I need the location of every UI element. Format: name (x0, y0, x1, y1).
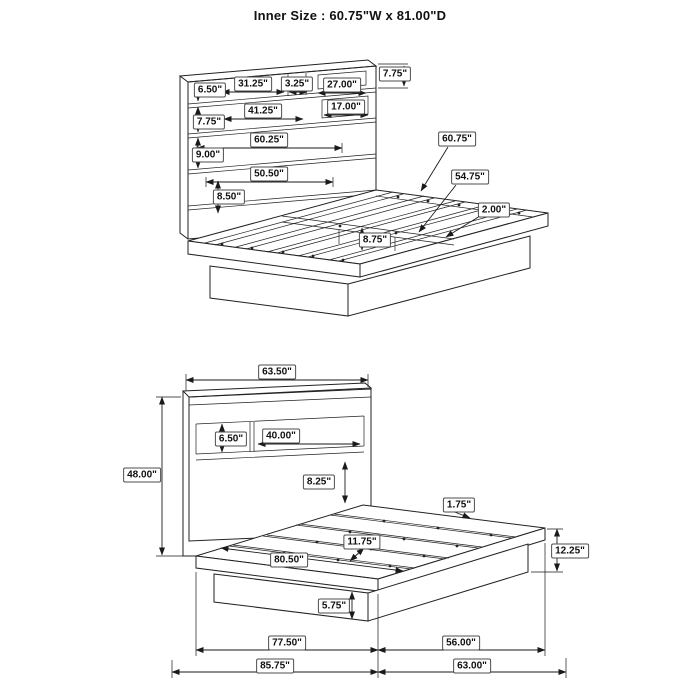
dim-sv-platform-height: 12.25" (551, 543, 589, 559)
screw-dots-front (220, 195, 521, 262)
dim-front-slat-spacing: 8.75" (358, 232, 392, 248)
dim-sv-rail-lip: 1.75" (442, 497, 476, 513)
dim-right-cubby-width: 17.00" (327, 99, 365, 115)
dim-sv-overall-depth: 85.75" (256, 658, 294, 674)
sv-foot-rail (377, 527, 546, 592)
sv-plinth-foot (367, 543, 529, 622)
dim-sv-shelf-height: 6.50" (214, 431, 248, 447)
dim-sv-shelf-width: 40.00" (262, 428, 300, 444)
dim-sv-overall-width: 63.00" (453, 658, 491, 674)
dim-sv-shelf-to-platform: 8.25" (302, 474, 336, 490)
dim-lower-panel-width: 50.50" (250, 166, 288, 182)
dim-top-shelf-divider: 3.25" (280, 76, 314, 92)
dim-second-board-width: 41.25" (244, 103, 282, 119)
dim-sv-footboard-width: 56.00" (442, 635, 480, 651)
sv-headboard-top-face (181, 382, 373, 398)
dim-top-shelf-right-width: 27.00" (323, 77, 361, 93)
center-rail-legs (338, 230, 396, 251)
dim-sv-headboard-height: 48.00" (123, 467, 161, 483)
side-perspective-view (156, 374, 567, 678)
dim-sv-slat-spacing: 11.75" (343, 534, 381, 550)
dim-sv-base-height: 5.75" (317, 598, 351, 614)
dim-sv-platform-depth: 77.50" (268, 635, 306, 651)
dim-top-shelf-left-width: 31.25" (234, 76, 272, 92)
right-cubby-top (317, 70, 367, 90)
dim-headboard-right-height: 7.75" (378, 66, 412, 82)
dim-third-board-width: 60.25" (250, 132, 288, 148)
base-plinth-foot (347, 235, 531, 317)
diagram-title: Inner Size : 60.75"W x 81.00"D (253, 8, 447, 23)
headboard-board-lines (187, 87, 377, 211)
sv-headboard-top-board (188, 396, 372, 406)
headboard-left-edge (179, 76, 189, 240)
base-plinth-near (209, 265, 349, 317)
sv-shelf-divider (249, 422, 255, 452)
dim-slat-length-callout: 54.75" (451, 169, 489, 185)
far-rail-inner-line (375, 195, 549, 220)
dim-third-board-height: 9.00" (191, 147, 225, 163)
dim-inner-width-callout: 60.75" (438, 131, 476, 147)
front-perspective-view (178, 59, 549, 317)
sv-shelf-opening (195, 415, 365, 461)
dim-second-board-height: 7.75" (192, 114, 226, 130)
dim-top-shelf-height: 6.50" (193, 82, 227, 98)
dim-lower-panel-height: 8.50" (212, 189, 246, 205)
dim-rail-thickness: 2.00" (477, 202, 511, 218)
dim-sv-slat-length: 80.50" (270, 552, 308, 568)
dim-sv-headboard-width: 63.50" (258, 364, 296, 380)
